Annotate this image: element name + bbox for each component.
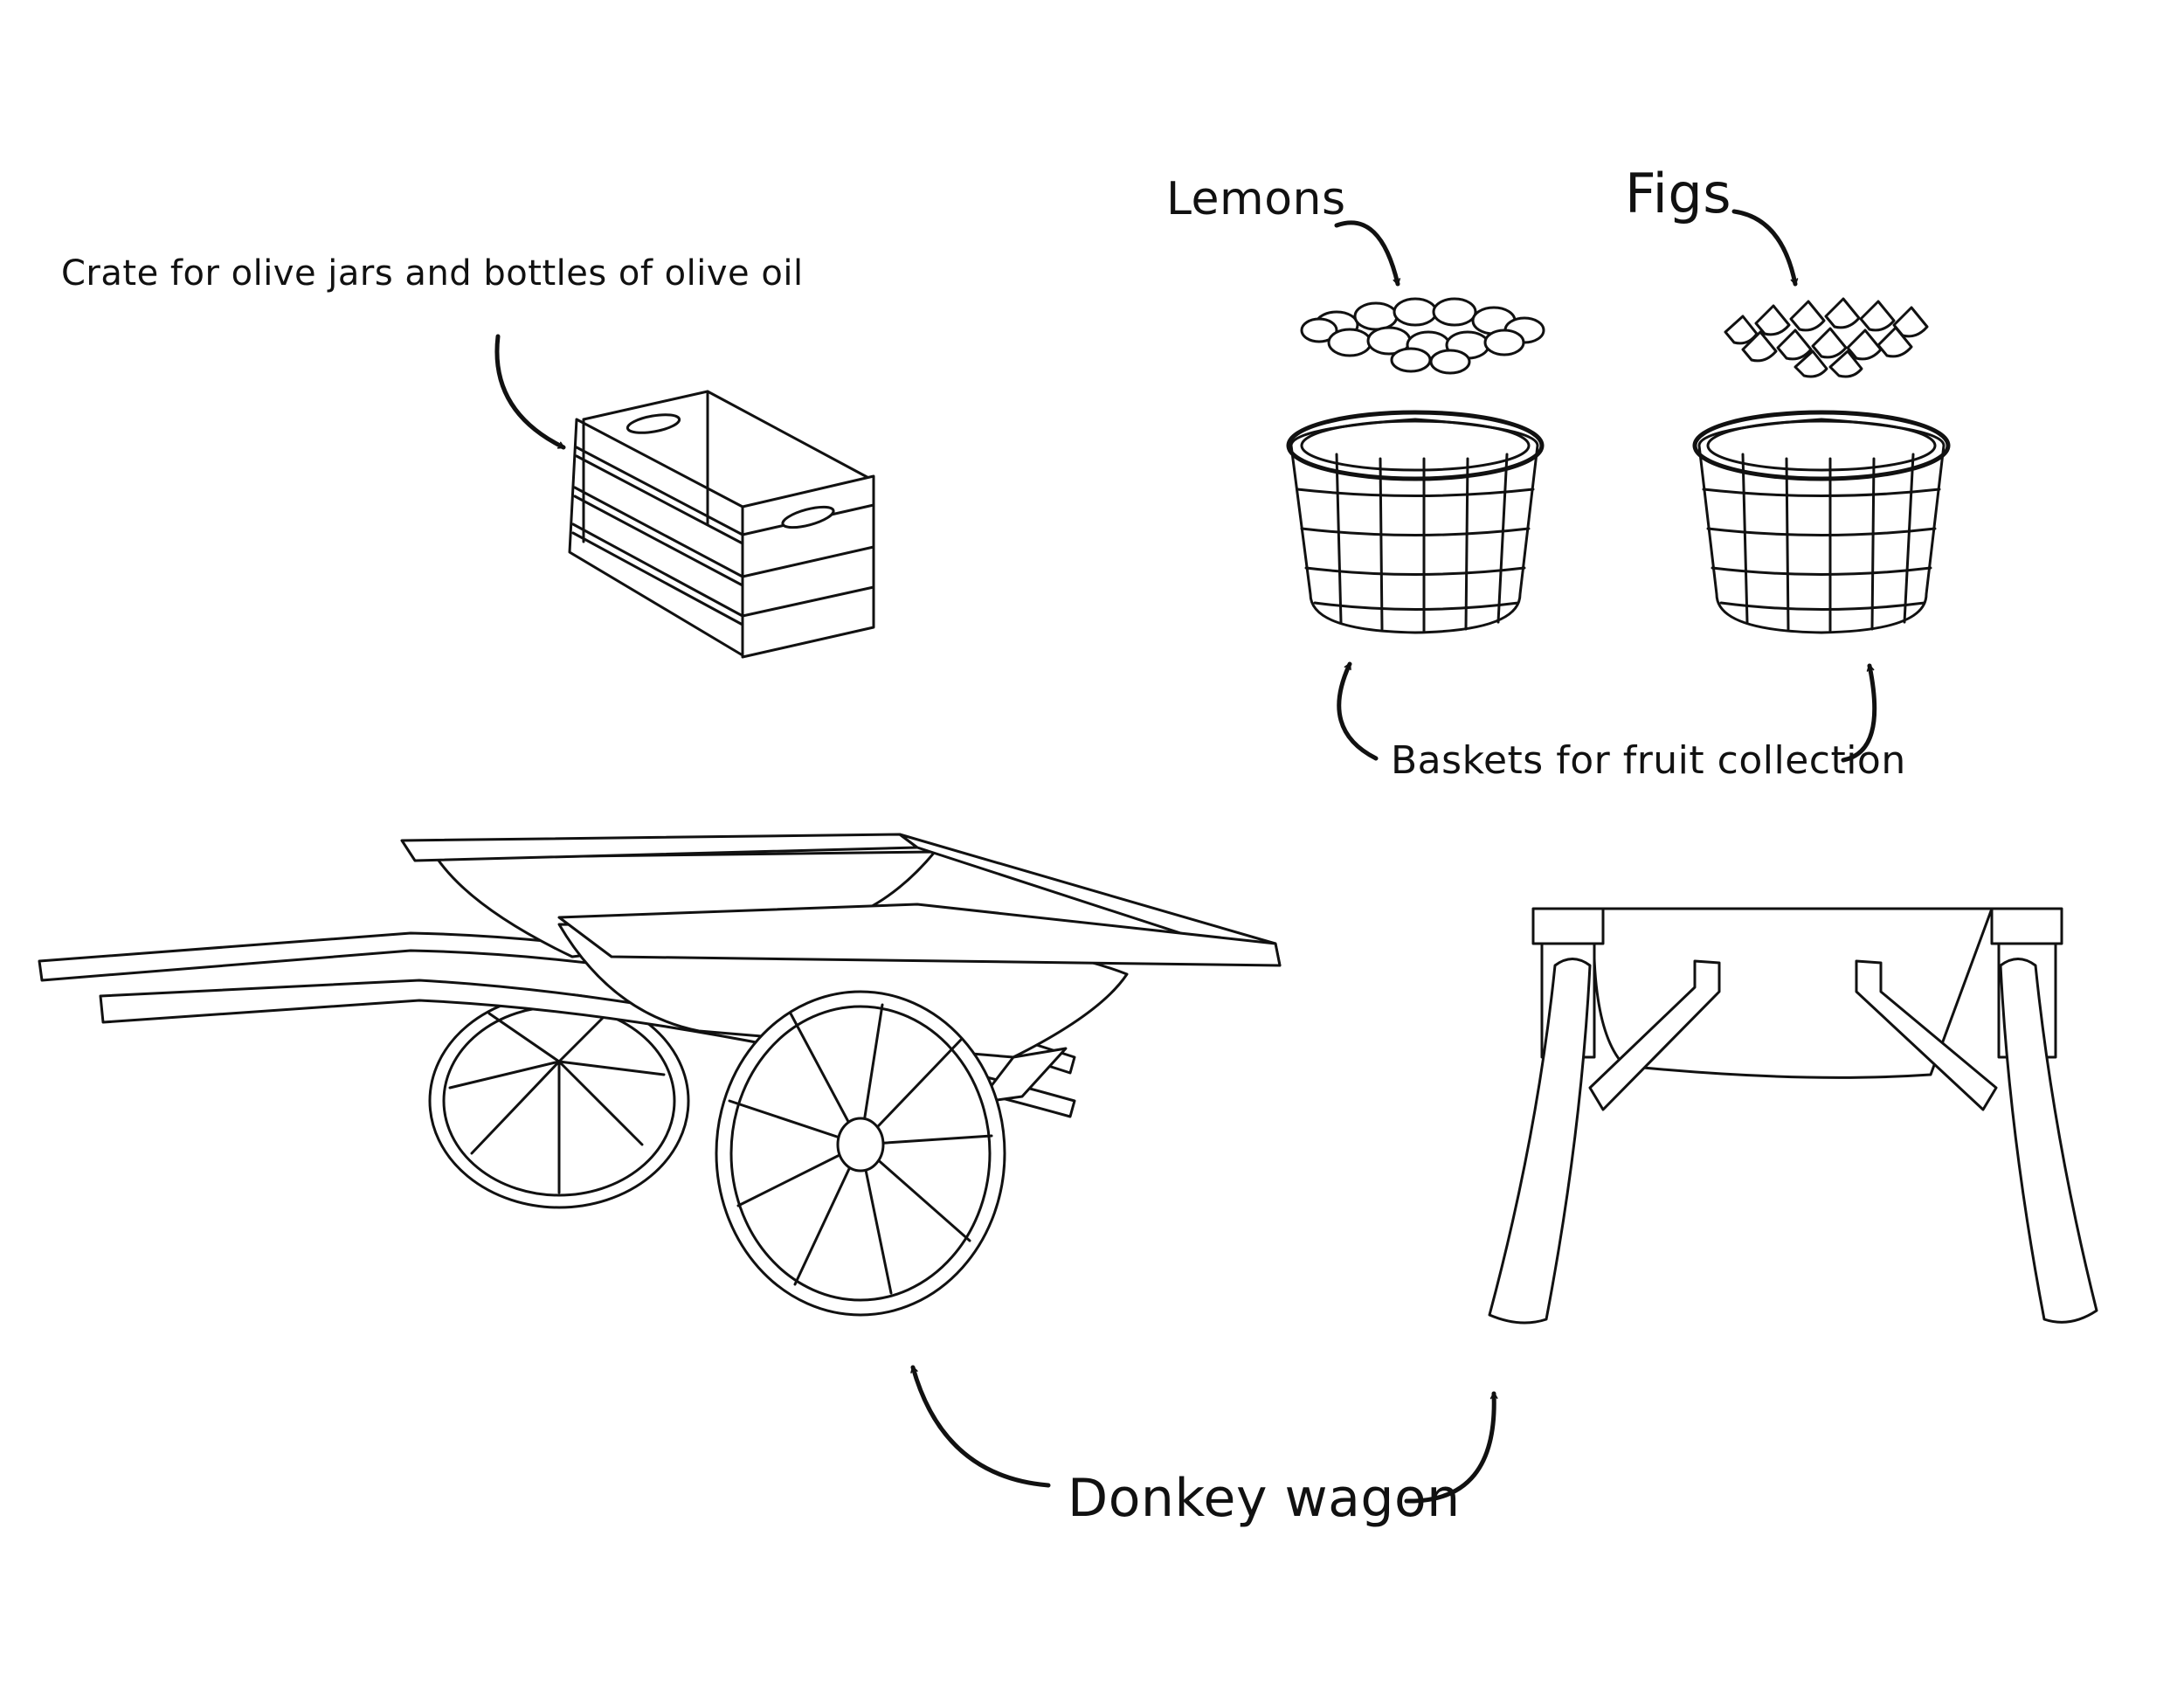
wagon-shaft-right <box>99 979 1076 1118</box>
wagon-front-left-brace <box>1588 959 1721 1111</box>
wagon-front-right-brace <box>1855 959 1998 1111</box>
wagon-front-left-shaft <box>1488 958 1592 1325</box>
baskets-arrow-right <box>1841 663 1877 763</box>
fig-basket <box>1692 410 1951 634</box>
wagon-back-wheel <box>428 993 690 1209</box>
donkey-wagon-arrow-left <box>910 1365 1051 1488</box>
wheel-hub <box>836 1117 885 1173</box>
crate-front-panel <box>741 474 875 659</box>
wagon-front-wheel <box>715 990 1006 1317</box>
figs-arrow <box>1731 209 1799 287</box>
lemons-label: Lemons <box>1166 173 1346 225</box>
donkey-wagon-front-view <box>1488 907 2098 1325</box>
figs-label: Figs <box>1625 162 1732 225</box>
donkey-wagon-arrow-right <box>1404 1391 1498 1504</box>
lemon-basket <box>1286 410 1545 634</box>
crate-label: Crate for olive jars and bottles of oliv… <box>61 253 804 294</box>
crate-arrow <box>494 334 566 450</box>
figs-pile <box>1724 297 1929 378</box>
wagon-top-board-front <box>557 903 1282 967</box>
baskets-label: Baskets for fruit collection <box>1391 738 1906 783</box>
baskets-arrow-left <box>1337 661 1379 761</box>
crate-handle-front <box>781 505 835 529</box>
crate-handle-back <box>625 413 681 434</box>
wagon-front-right-shaft <box>1999 958 2098 1324</box>
wagon-front-body <box>1592 907 1994 1079</box>
lemons-arrow <box>1334 220 1401 287</box>
donkey-wagon-side-view <box>38 833 1282 1317</box>
donkey-wagon-label: Donkey wagon <box>1068 1468 1461 1529</box>
olive-crate-drawing <box>568 390 875 659</box>
lemons-pile <box>1300 297 1545 375</box>
